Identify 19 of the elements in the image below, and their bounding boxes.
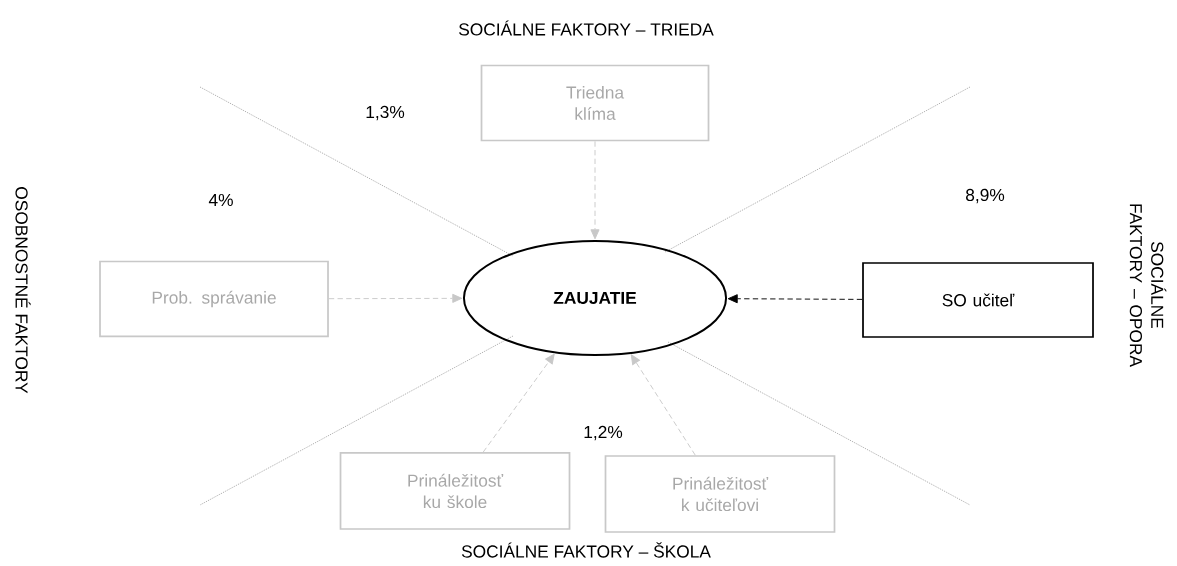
arrow (328, 293, 463, 303)
factor-box: Triedna klíma (480, 64, 710, 142)
factor-title: SOCIÁLNE FAKTORY – TRIEDA (459, 20, 714, 36)
arrow (590, 140, 600, 240)
arrow (482, 353, 555, 453)
arrow (630, 354, 696, 456)
factor-title: OSOBNOSTNÉ FAKTORY (15, 187, 31, 394)
arrow (727, 294, 863, 304)
ellipse-node: ZAUJATIE (462, 240, 728, 356)
percentage-label: 8,9% (966, 188, 1005, 204)
percentage-label: 1,3% (366, 105, 405, 121)
percentage-label: 4% (208, 193, 233, 207)
factor-box: Prináležitosť ku škole (339, 452, 571, 530)
factor-title: SOCIÁLNE FAKTORY – ŠKOLA (461, 542, 711, 558)
factor-box: Prob. správanie (99, 260, 329, 338)
factor-box: SO učiteľ (862, 262, 1094, 338)
factor-box: Prináležitosť k učiteľovi (604, 455, 836, 533)
percentage-label: 1,2% (584, 425, 623, 441)
factor-title: SOCIÁLNE FAKTORY – OPORA (1129, 204, 1167, 367)
